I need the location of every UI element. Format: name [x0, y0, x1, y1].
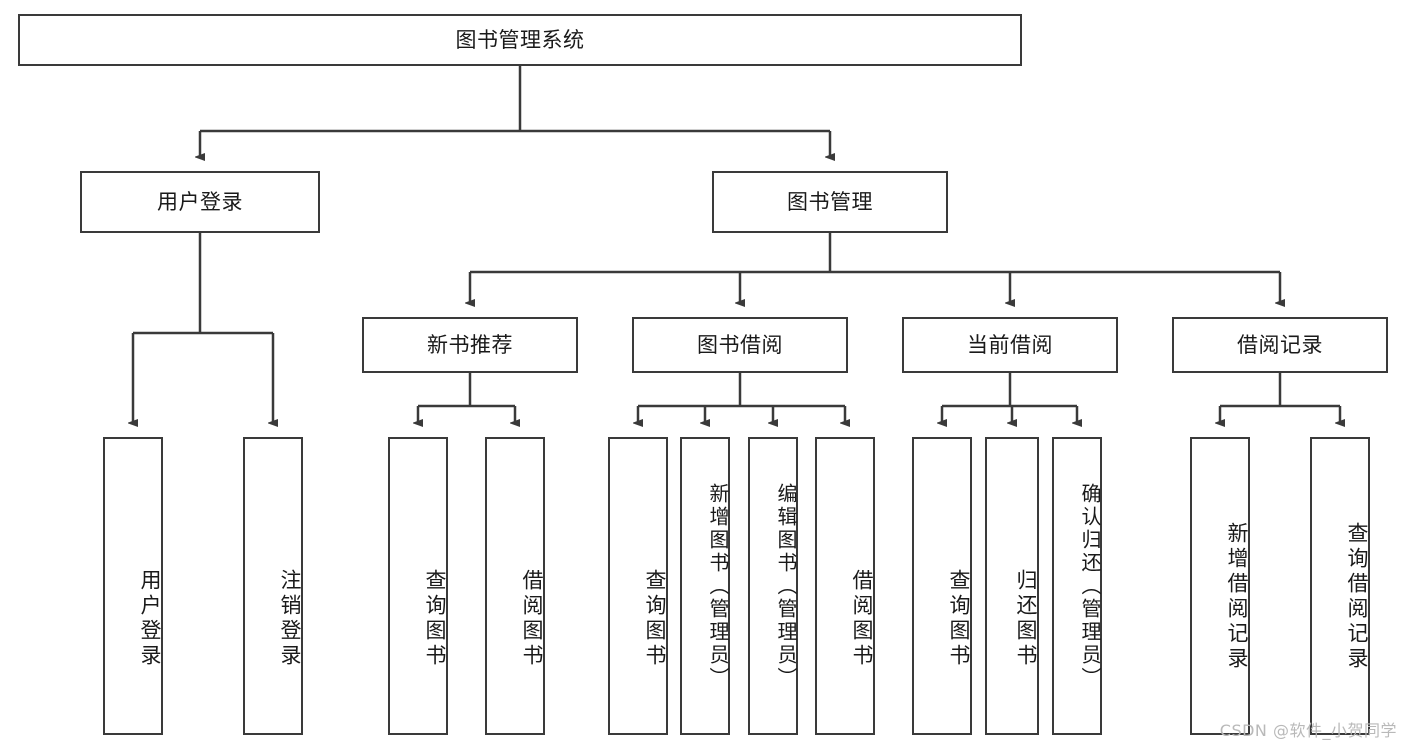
- leaf-user-login[interactable]: 用户登录: [103, 437, 163, 735]
- node-label: 用户登录: [157, 189, 243, 214]
- node-label: 当前借阅: [967, 332, 1053, 357]
- node-label: 图书管理系统: [455, 27, 585, 52]
- node-label: 图书借阅: [697, 332, 783, 357]
- node-label: 借阅图书: [850, 569, 874, 669]
- node-label: 编辑图书（管理员）: [774, 482, 798, 690]
- node-label: 借阅图书: [520, 569, 544, 669]
- node-label: 新书推荐: [427, 332, 513, 357]
- leaf-borrow-book-new-book-rec[interactable]: 借阅图书: [485, 437, 545, 735]
- leaf-query-book-book-borrow[interactable]: 查询图书: [608, 437, 668, 735]
- node-label: 归还图书: [1014, 569, 1038, 669]
- node-user-login[interactable]: 用户登录: [80, 171, 320, 233]
- leaf-query-book-new-book-rec[interactable]: 查询图书: [388, 437, 448, 735]
- node-label: 查询图书: [643, 569, 667, 669]
- leaf-edit-book-admin[interactable]: 编辑图书（管理员）: [748, 437, 798, 735]
- node-label: 用户登录: [138, 569, 162, 669]
- node-label: 图书管理: [787, 189, 873, 214]
- node-new-book-recommendation[interactable]: 新书推荐: [362, 317, 578, 373]
- node-label: 新增图书（管理员）: [706, 482, 730, 690]
- leaf-add-book-admin[interactable]: 新增图书（管理员）: [680, 437, 730, 735]
- node-borrowing-records[interactable]: 借阅记录: [1172, 317, 1388, 373]
- leaf-user-logout[interactable]: 注销登录: [243, 437, 303, 735]
- node-label: 确认归还（管理员）: [1078, 482, 1102, 690]
- leaf-confirm-return-admin[interactable]: 确认归还（管理员）: [1052, 437, 1102, 735]
- leaf-query-book-current-borrow[interactable]: 查询图书: [912, 437, 972, 735]
- node-label: 查询借阅记录: [1345, 522, 1369, 672]
- node-current-borrowing[interactable]: 当前借阅: [902, 317, 1118, 373]
- node-root-book-management-system[interactable]: 图书管理系统: [18, 14, 1022, 66]
- node-label: 新增借阅记录: [1225, 522, 1249, 672]
- leaf-borrow-book-book-borrow[interactable]: 借阅图书: [815, 437, 875, 735]
- node-book-management[interactable]: 图书管理: [712, 171, 948, 233]
- node-book-borrowing[interactable]: 图书借阅: [632, 317, 848, 373]
- node-label: 查询图书: [423, 569, 447, 669]
- leaf-query-borrow-record[interactable]: 查询借阅记录: [1310, 437, 1370, 735]
- node-label: 注销登录: [278, 569, 302, 669]
- csdn-watermark: CSDN @软件_小贺同学: [1219, 721, 1397, 740]
- leaf-add-borrow-record[interactable]: 新增借阅记录: [1190, 437, 1250, 735]
- node-label: 借阅记录: [1237, 332, 1323, 357]
- node-label: 查询图书: [947, 569, 971, 669]
- leaf-return-book[interactable]: 归还图书: [985, 437, 1039, 735]
